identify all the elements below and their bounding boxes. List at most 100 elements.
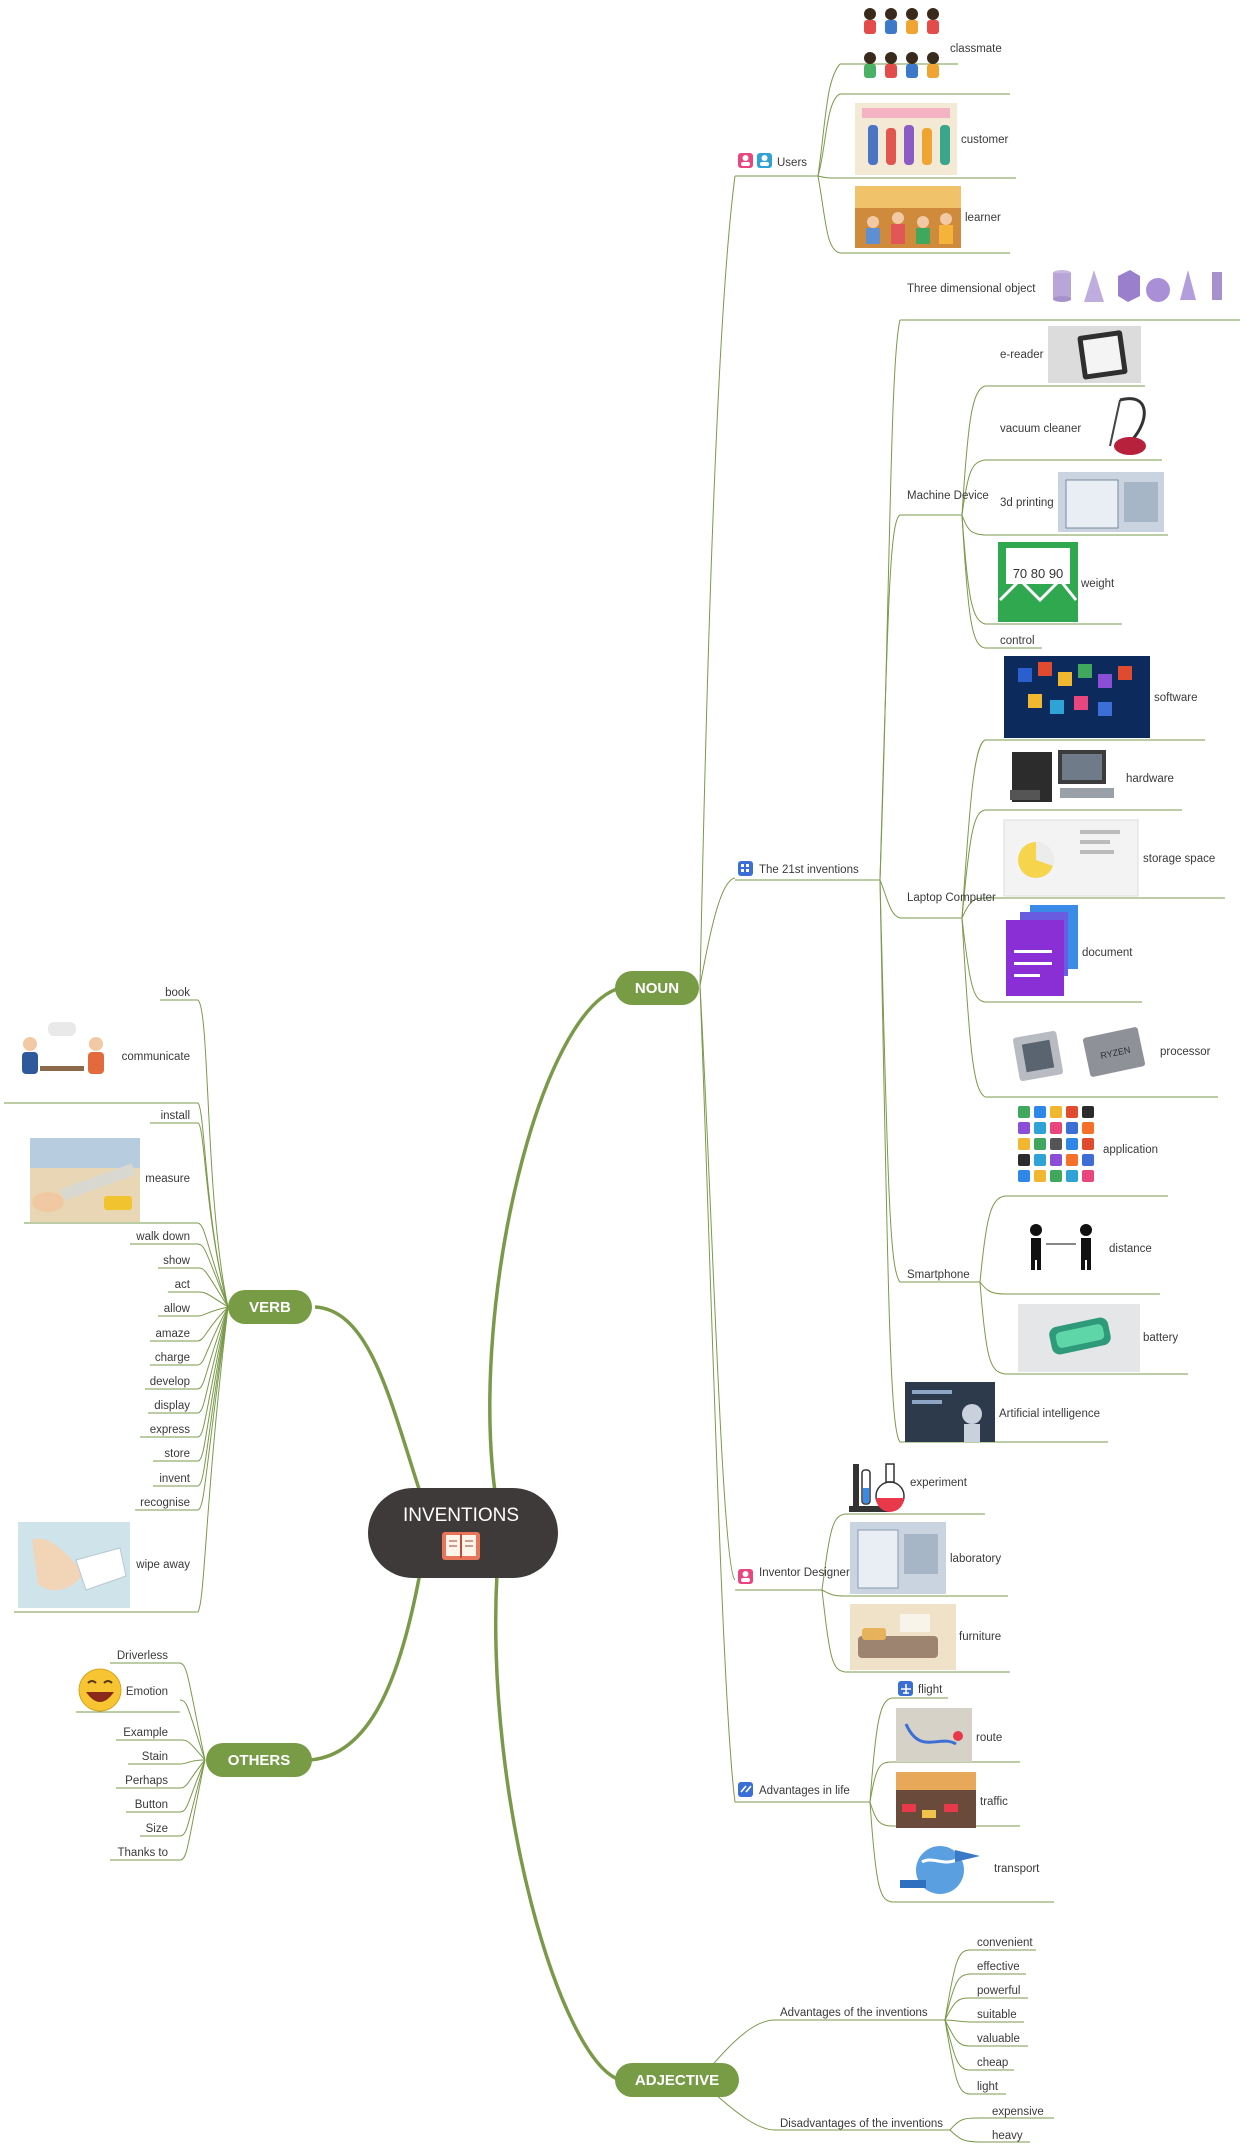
adv-inventions-label: Advantages of the inventions <box>780 2007 928 2019</box>
noun-node[interactable]: NOUN <box>615 971 699 1005</box>
inventor-node[interactable]: Inventor Designer <box>738 1567 850 1584</box>
route-item[interactable]: route <box>896 1708 1002 1762</box>
link-icon <box>738 1782 753 1797</box>
classmate-label: classmate <box>950 43 1002 55</box>
battery-label: battery <box>1143 1332 1178 1344</box>
center-node[interactable]: INVENTIONS <box>368 1488 558 1578</box>
communicate-item[interactable]: communicate <box>10 1012 190 1100</box>
experiment-item[interactable]: experiment <box>849 1463 968 1512</box>
experiment-label: experiment <box>910 1477 968 1489</box>
others-button[interactable]: Button <box>135 1799 168 1811</box>
adj-effective[interactable]: effective <box>977 1961 1020 1973</box>
machine-node[interactable]: Machine Device <box>907 490 989 502</box>
verb-measure: measure <box>145 1173 190 1185</box>
experiment-image <box>849 1463 905 1512</box>
weight-item[interactable]: 70 80 90 weight <box>998 542 1115 622</box>
traffic-item[interactable]: traffic <box>896 1772 1008 1828</box>
noun-pill <box>615 971 699 1005</box>
verb-store[interactable]: store <box>164 1448 190 1460</box>
e-reader-item[interactable]: e-reader <box>1000 326 1141 383</box>
advantages-life-label: Advantages in life <box>759 1785 850 1797</box>
transport-item[interactable]: transport <box>900 1846 1040 1894</box>
ai-item[interactable]: Artificial intelligence <box>905 1382 1100 1442</box>
verb-show[interactable]: show <box>163 1255 191 1267</box>
others-size[interactable]: Size <box>146 1823 168 1835</box>
connectors <box>4 63 1240 2143</box>
inventions-label: The 21st inventions <box>759 864 859 876</box>
software-item[interactable]: software <box>1004 656 1197 738</box>
furniture-item[interactable]: furniture <box>850 1604 1001 1670</box>
control-item[interactable]: control <box>1000 635 1035 647</box>
laughing-emoji-icon <box>78 1668 122 1712</box>
laboratory-item[interactable]: laboratory <box>850 1522 1001 1594</box>
others-example[interactable]: Example <box>123 1727 168 1739</box>
laptop-node[interactable]: Laptop Computer <box>907 892 996 904</box>
verb-node[interactable]: VERB <box>228 1290 312 1324</box>
weight-label: weight <box>1080 578 1115 590</box>
weight-image: 70 80 90 <box>998 542 1078 622</box>
others-thanks-to[interactable]: Thanks to <box>118 1847 169 1859</box>
verb-display[interactable]: display <box>154 1400 190 1412</box>
learner-item[interactable]: learner <box>855 186 1001 248</box>
adj-expensive[interactable]: expensive <box>992 2106 1044 2118</box>
application-item[interactable]: application <box>1018 1106 1158 1182</box>
adj-light[interactable]: light <box>977 2081 999 2093</box>
software-image <box>1004 656 1150 738</box>
verb-act[interactable]: act <box>175 1279 191 1291</box>
verb-charge[interactable]: charge <box>155 1352 190 1364</box>
battery-image <box>1018 1304 1140 1372</box>
processor-image: RYZEN <box>1012 1027 1145 1082</box>
inventions-node[interactable]: The 21st inventions <box>738 861 859 876</box>
distance-label: distance <box>1109 1243 1152 1255</box>
others-node[interactable]: OTHERS <box>206 1743 312 1777</box>
3d-printing-item[interactable]: 3d printing <box>1000 472 1164 532</box>
user-pink-icon <box>738 1569 753 1584</box>
emotion-item[interactable]: Emotion <box>78 1668 168 1712</box>
verb-install[interactable]: install <box>161 1110 190 1122</box>
distance-item[interactable]: distance <box>1030 1224 1152 1270</box>
others-driverless[interactable]: Driverless <box>117 1650 168 1662</box>
adv-inventions-node[interactable]: Advantages of the inventions <box>780 2007 928 2019</box>
storage-space-item[interactable]: storage space <box>1003 819 1215 897</box>
others-stain[interactable]: Stain <box>142 1751 168 1763</box>
verb-book[interactable]: book <box>165 987 190 999</box>
adj-cheap[interactable]: cheap <box>977 2057 1008 2069</box>
adj-convenient[interactable]: convenient <box>977 1937 1033 1949</box>
verb-allow[interactable]: allow <box>164 1303 191 1315</box>
others-perhaps[interactable]: Perhaps <box>125 1775 168 1787</box>
verb-invent[interactable]: invent <box>159 1473 190 1485</box>
flight-item[interactable]: flight <box>898 1681 943 1696</box>
airplane-icon <box>898 1681 913 1696</box>
document-label: document <box>1082 947 1133 959</box>
verb-walk-down[interactable]: walk down <box>135 1231 190 1243</box>
adj-suitable[interactable]: suitable <box>977 2009 1017 2021</box>
hardware-item[interactable]: hardware <box>1010 750 1174 802</box>
verb-amaze[interactable]: amaze <box>155 1328 190 1340</box>
storage-space-label: storage space <box>1143 853 1215 865</box>
vacuum-cleaner-item[interactable]: vacuum cleaner <box>1000 397 1146 455</box>
adj-valuable[interactable]: valuable <box>977 2033 1020 2045</box>
learner-label: learner <box>965 212 1001 224</box>
battery-item[interactable]: battery <box>1018 1304 1178 1372</box>
smartphone-node[interactable]: Smartphone <box>907 1269 970 1281</box>
user-teal-icon <box>757 153 772 168</box>
advantages-life-node[interactable]: Advantages in life <box>738 1782 850 1797</box>
verb-develop[interactable]: develop <box>150 1376 190 1388</box>
verb-express[interactable]: express <box>150 1424 191 1436</box>
customer-item[interactable]: customer <box>855 103 1008 175</box>
processor-item[interactable]: RYZEN processor <box>1012 1027 1211 1082</box>
noun-label: NOUN <box>635 980 679 997</box>
document-item[interactable]: document <box>1006 905 1133 996</box>
traffic-image <box>896 1772 976 1828</box>
verb-recognise[interactable]: recognise <box>140 1497 190 1509</box>
dis-inventions-node[interactable]: Disadvantages of the inventions <box>780 2118 943 2130</box>
three-d-item[interactable]: Three dimensional object <box>907 270 1222 302</box>
adj-heavy[interactable]: heavy <box>992 2130 1023 2142</box>
adjective-node[interactable]: ADJECTIVE <box>615 2063 739 2097</box>
classmate-item[interactable]: classmate <box>864 8 1002 78</box>
wipe-away-item[interactable]: wipe away <box>18 1522 190 1608</box>
adj-powerful[interactable]: powerful <box>977 1985 1020 1997</box>
measure-item[interactable]: measure <box>30 1138 190 1222</box>
users-node[interactable]: Users <box>738 153 807 169</box>
